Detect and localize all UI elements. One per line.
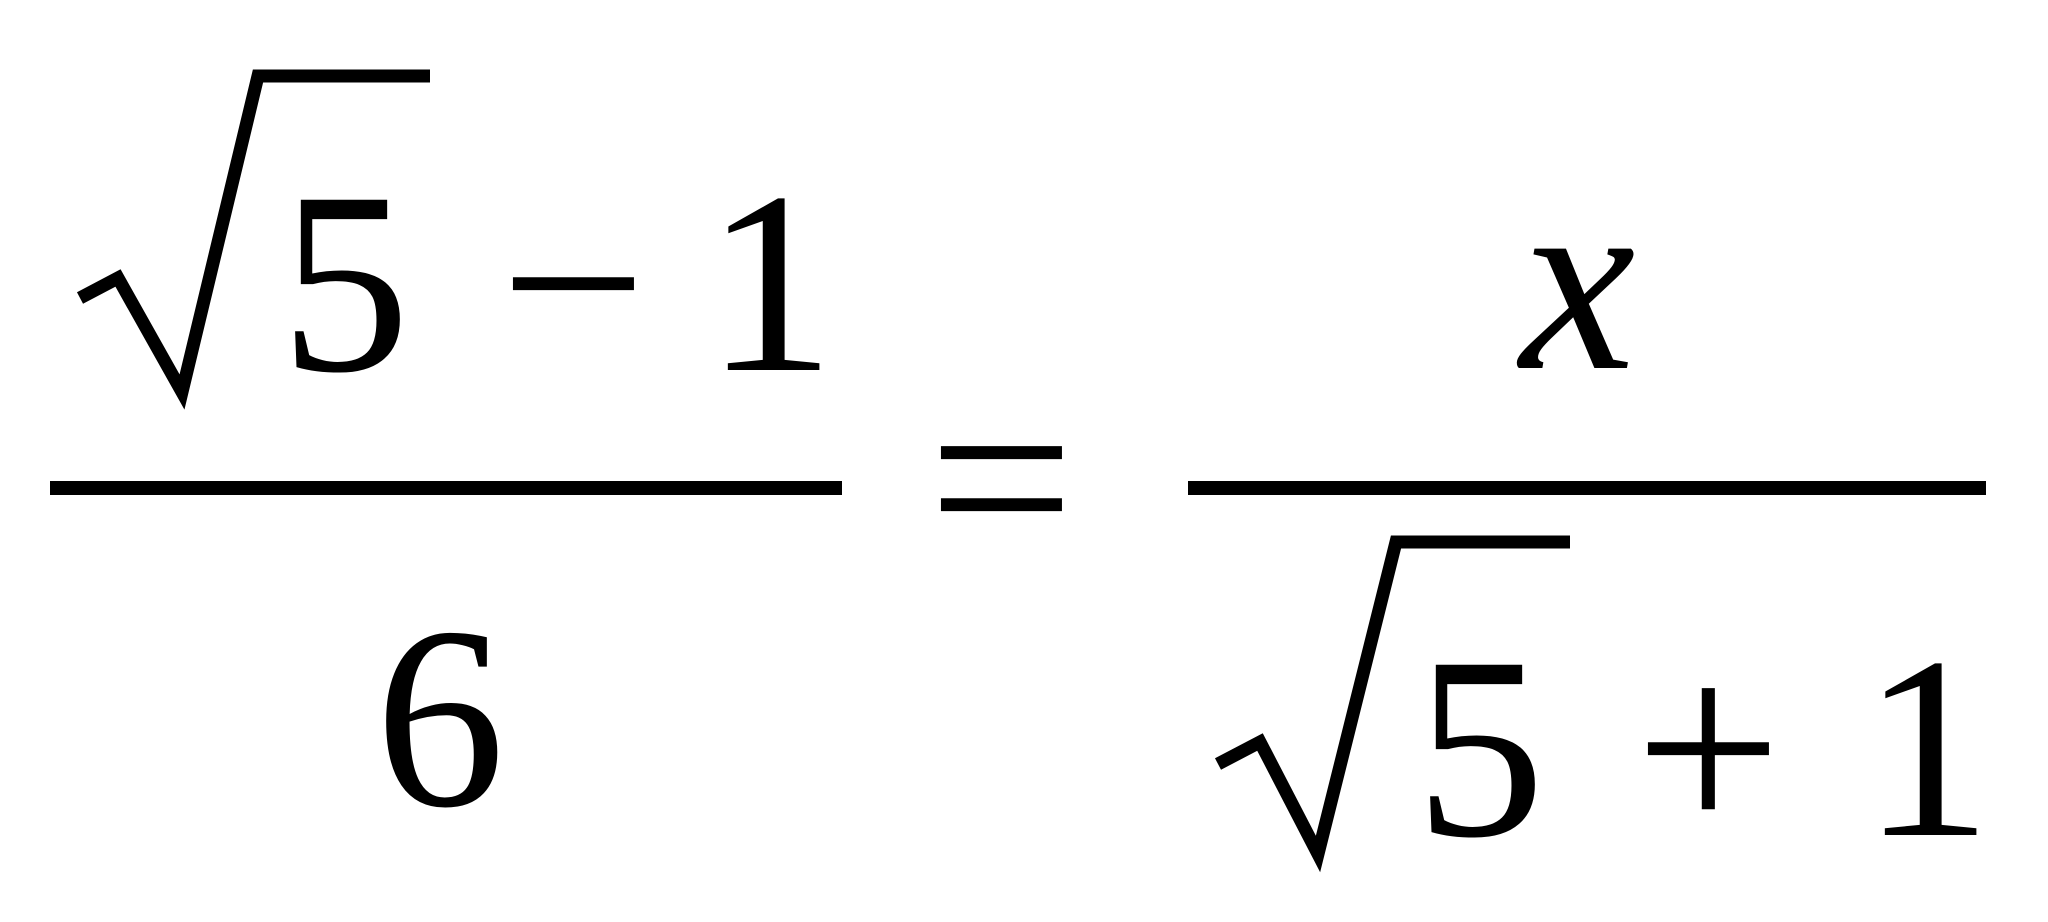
left-numerator-radicand: 5 [280,139,410,427]
left-denominator: 6 [375,574,505,862]
right-fraction: x 5 + 1 [1188,137,1992,892]
right-denominator-constant: 1 [1862,604,1992,892]
left-numerator-operator: − [500,139,647,427]
right-numerator: x [1516,137,1635,425]
right-fraction-bar [1188,481,1986,495]
right-denominator-operator: + [1635,604,1782,892]
right-denominator-radical [1214,535,1570,873]
equals-sign: = [928,334,1075,622]
left-numerator-constant: 1 [705,139,835,427]
left-fraction: 5 − 1 6 [50,69,842,862]
right-denominator-radicand: 5 [1415,604,1545,892]
left-fraction-bar [50,481,842,495]
left-numerator-radical [76,69,430,410]
